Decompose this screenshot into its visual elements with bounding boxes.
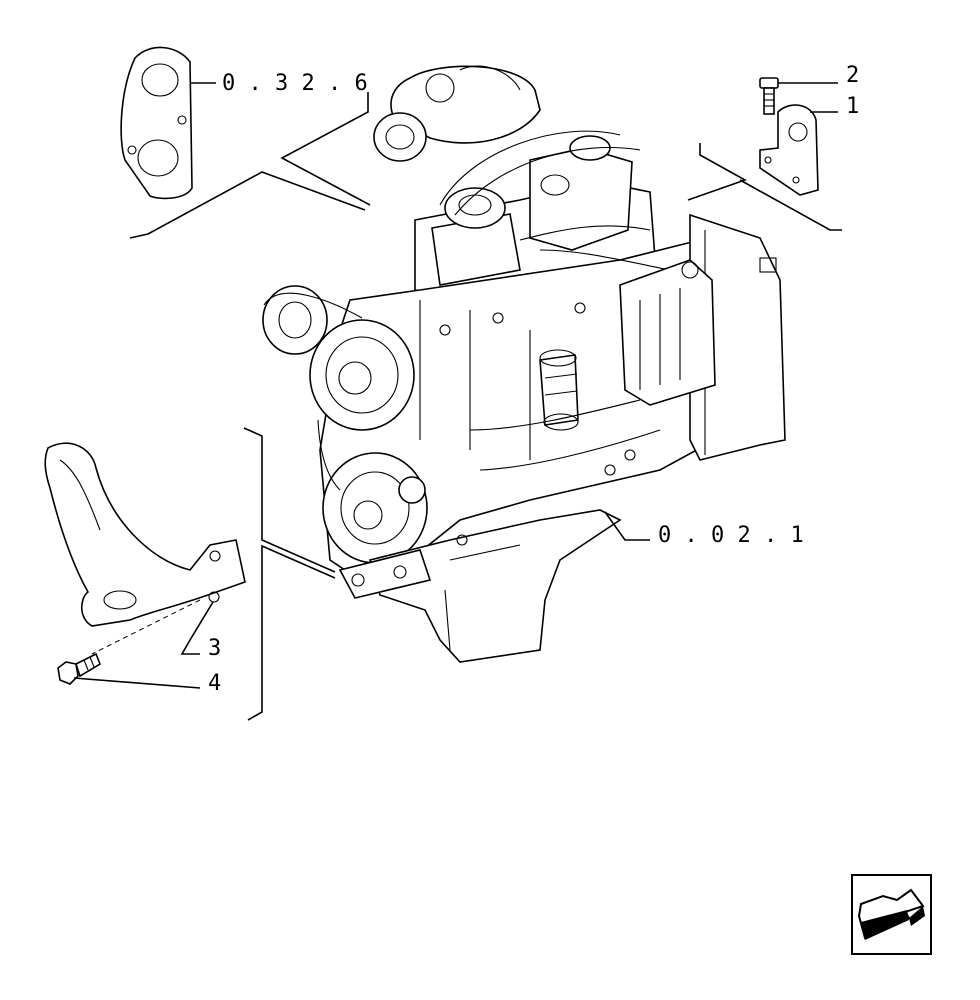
front-leader-2 (247, 544, 336, 721)
gasket-leader-2 (129, 171, 366, 239)
item-2-label[interactable]: 2 (846, 63, 859, 88)
leader-item-4 (73, 677, 201, 689)
front-leader (243, 427, 336, 573)
bracket-leader-2 (739, 179, 842, 231)
reference-0-02-1[interactable]: 0 . 0 2 . 1 (658, 523, 804, 548)
bracket-1-part (759, 104, 819, 196)
next-page-button[interactable] (851, 874, 932, 955)
bolt-2-part (759, 77, 779, 115)
bracket-leader (687, 143, 747, 201)
front-bracket-3-part (44, 442, 246, 627)
item-4-label[interactable]: 4 (208, 671, 221, 696)
leader-0021 (604, 511, 650, 541)
gasket-leader (280, 92, 371, 206)
engine-assembly (262, 65, 786, 663)
item-3-label[interactable]: 3 (208, 636, 221, 661)
reference-0-32-6[interactable]: 0 . 3 2 . 6 (222, 71, 368, 96)
gasket-part (120, 46, 193, 200)
next-page-arrow-icon (857, 888, 925, 940)
bolt-axis (91, 599, 201, 655)
leader-item-3 (180, 601, 214, 655)
bolt-4-part (57, 652, 101, 685)
item-1-label[interactable]: 1 (846, 94, 859, 119)
